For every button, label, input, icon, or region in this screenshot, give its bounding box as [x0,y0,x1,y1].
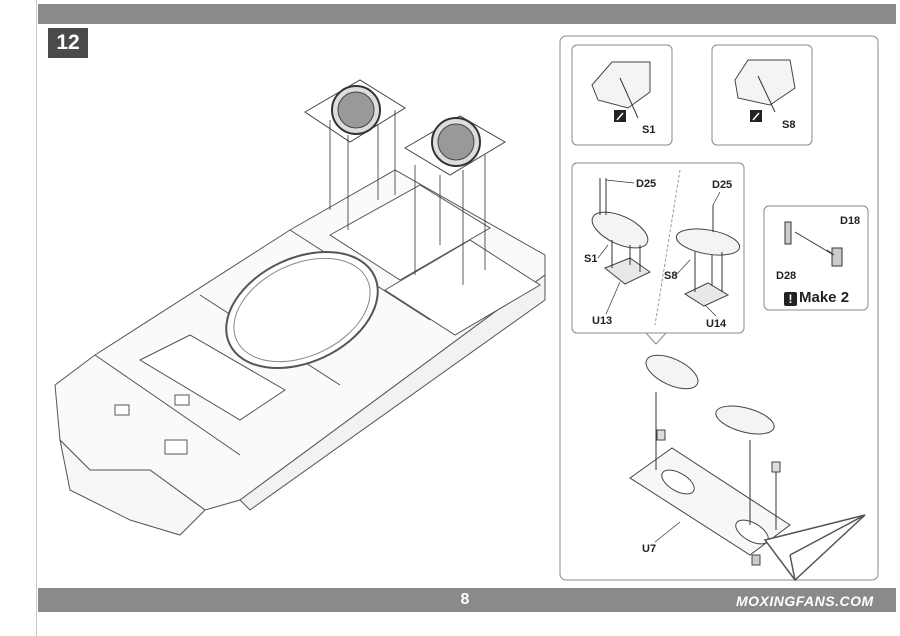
callout-pointer [644,332,668,345]
label-s8-mid: S8 [664,270,677,282]
engine-deck-frame [329,184,491,281]
top-header-bar [38,4,896,24]
hull-side-panel [239,274,546,511]
label-d25-right: D25 [712,179,732,191]
detail-box-s8 [711,44,813,146]
warning-icon: ! [784,292,797,306]
page-spine [36,0,37,636]
label-s1-top: S1 [642,124,655,136]
hatch-opening [138,334,286,421]
lower-assembly-u7 [629,354,791,566]
label-u7: U7 [642,543,656,555]
watermark-text: MOXINGFANS.COM [736,593,874,609]
bottom-footer-bar [38,588,896,612]
paper-plane-logo [763,514,866,582]
label-u14: U14 [706,318,727,330]
make-quantity-note: !Make 2 [784,288,874,308]
hull-deck-assembly [54,169,546,536]
label-s8-top: S8 [782,119,795,131]
page-number: 8 [460,591,470,608]
label-d18: D18 [840,215,860,227]
turret-ring [225,250,379,370]
fan-assembly-lines [329,110,486,285]
detail-box-d18-d28 [763,205,869,311]
make-note-text: Make 2 [799,289,850,306]
label-d25-left: D25 [636,178,656,190]
callout-leader-lines [597,179,721,543]
step-number-badge: 12 [48,28,88,58]
hull-front-plate [59,438,206,536]
fan-grille-left [304,79,406,143]
fan-grille-right [404,115,506,176]
label-u13: U13 [592,315,612,327]
label-s1-mid: S1 [584,253,597,265]
detail-box-s1 [571,44,673,146]
detail-box-u13-u14 [571,162,745,334]
label-d28: D28 [776,270,796,282]
